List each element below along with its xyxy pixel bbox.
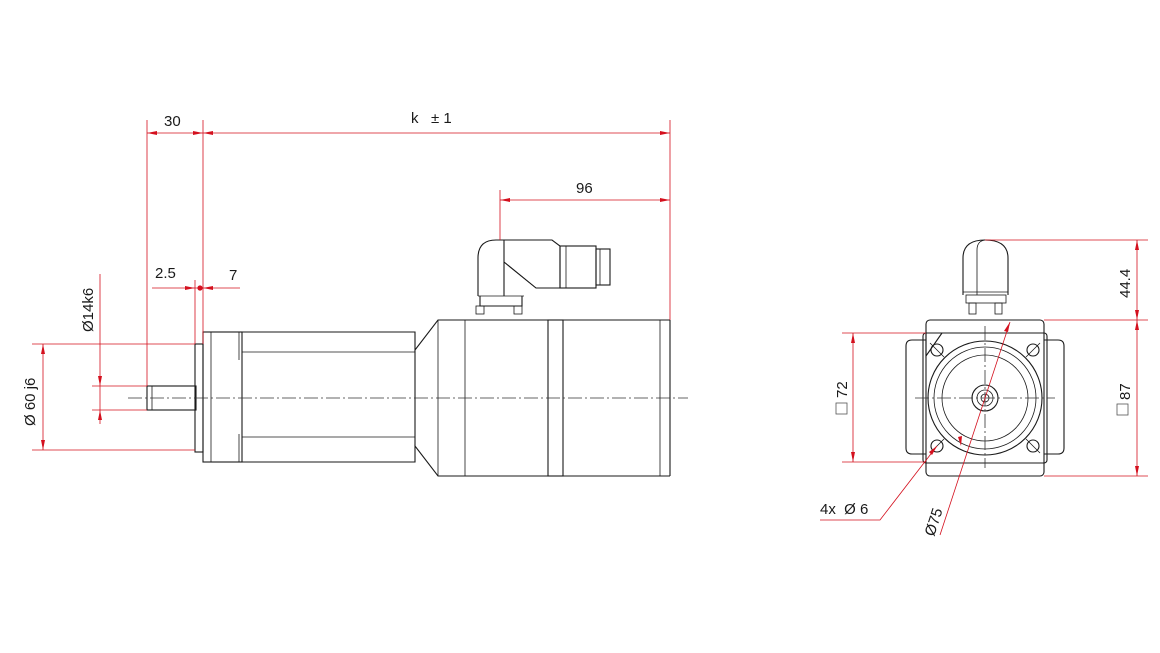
front-view <box>905 239 1065 477</box>
connector <box>475 239 611 315</box>
side-view <box>128 239 688 477</box>
square-symbol-icon <box>1116 403 1129 416</box>
dim-hole-pattern-label: 4x Ø 6 <box>820 501 868 518</box>
front-dimensions: 44.4 87 72 4x Ø 6 Ø75 <box>820 239 1148 538</box>
dim-square-outer-label: 87 <box>1117 383 1134 400</box>
dim-shaft-length-label: 30 <box>164 113 181 130</box>
dim-pilot-depth-label: 2.5 <box>155 265 176 282</box>
dim-flange-thickness-label: 7 <box>229 267 237 284</box>
dim-connector-height-label: 44.4 <box>1117 269 1134 298</box>
dim-square-inner-label: 72 <box>834 381 851 398</box>
dim-shaft-diameter-label: Ø14k6 <box>80 288 97 332</box>
dim-bolt-circle-label: Ø75 <box>922 506 947 538</box>
front-connector <box>962 239 1009 315</box>
square-symbol-icon <box>835 402 848 415</box>
dim-overall-length-label: k ± 1 <box>411 110 452 127</box>
dim-pilot-diameter-label: Ø 60 j6 <box>22 378 39 426</box>
side-dimensions: 30 k ± 1 96 2.5 7 Ø14k6 Ø 60 j6 <box>22 110 671 451</box>
dim-connector-offset-label: 96 <box>576 180 593 197</box>
mounting-holes <box>929 342 1041 454</box>
flange-plate <box>202 331 415 463</box>
